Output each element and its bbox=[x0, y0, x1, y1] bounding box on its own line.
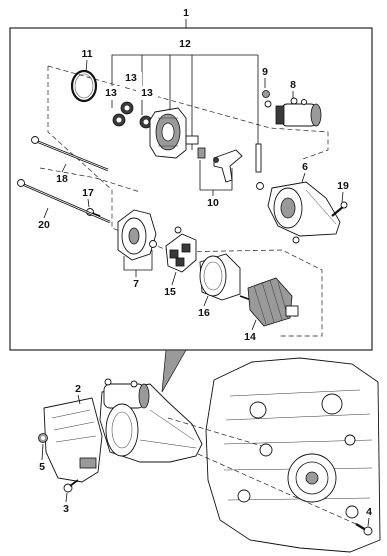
callout-1: 1 bbox=[183, 7, 189, 19]
bolt-part-4 bbox=[355, 522, 373, 536]
heat-shield-part bbox=[43, 397, 103, 483]
assembly-guide-dashed-line-lower bbox=[39, 167, 141, 193]
gear-housing-part bbox=[149, 107, 187, 159]
callout-17: 17 bbox=[82, 187, 94, 199]
o-ring-part bbox=[70, 69, 98, 103]
mount-guide-dashed-line-2 bbox=[197, 453, 357, 525]
brush-holder-part bbox=[165, 226, 197, 273]
nut-part bbox=[38, 433, 48, 443]
callout-13-a: 13 bbox=[125, 72, 137, 84]
callout-6: 6 bbox=[302, 161, 308, 173]
callout-3: 3 bbox=[63, 503, 69, 515]
rear-end-cover-part bbox=[117, 209, 157, 261]
through-bolt-part-20 bbox=[17, 179, 111, 224]
armature-part bbox=[239, 277, 299, 327]
callout-19: 19 bbox=[337, 180, 349, 192]
callout-8: 8 bbox=[290, 79, 296, 91]
engine-block-silhouette bbox=[205, 357, 381, 553]
assembly-guide-dashed-line-upper bbox=[47, 65, 329, 161]
callout-18: 18 bbox=[56, 173, 68, 185]
callout-14: 14 bbox=[244, 331, 256, 343]
callout-10: 10 bbox=[207, 197, 219, 209]
bolt-part-19 bbox=[331, 201, 348, 217]
bearing-part-b bbox=[112, 113, 126, 127]
front-housing-part bbox=[267, 181, 341, 244]
callout-13-c: 13 bbox=[141, 87, 153, 99]
callout-12: 12 bbox=[179, 38, 191, 50]
callout-13-b: 13 bbox=[105, 87, 117, 99]
callout-20: 20 bbox=[38, 219, 50, 231]
assembled-starter-part bbox=[99, 378, 203, 463]
callout-15: 15 bbox=[164, 286, 176, 298]
callout-2: 2 bbox=[75, 383, 81, 395]
spring-part bbox=[255, 90, 272, 190]
bolt-part-3 bbox=[63, 479, 79, 493]
callout-9: 9 bbox=[262, 66, 268, 78]
callout-16: 16 bbox=[198, 307, 210, 319]
yoke-part bbox=[199, 253, 241, 301]
callout-5: 5 bbox=[39, 461, 45, 473]
bearing-part-a bbox=[120, 101, 134, 115]
detail-pointer-wedge bbox=[161, 349, 187, 393]
callout-4: 4 bbox=[366, 506, 372, 518]
pinion-part bbox=[185, 135, 206, 159]
assembly-frame bbox=[9, 27, 373, 351]
through-bolt-part-18 bbox=[31, 136, 109, 172]
callout-7: 7 bbox=[133, 278, 139, 290]
callout-11: 11 bbox=[81, 48, 92, 60]
shift-lever-part bbox=[213, 149, 243, 183]
magnetic-switch-part bbox=[275, 97, 322, 127]
mount-guide-dashed-line bbox=[167, 417, 263, 447]
